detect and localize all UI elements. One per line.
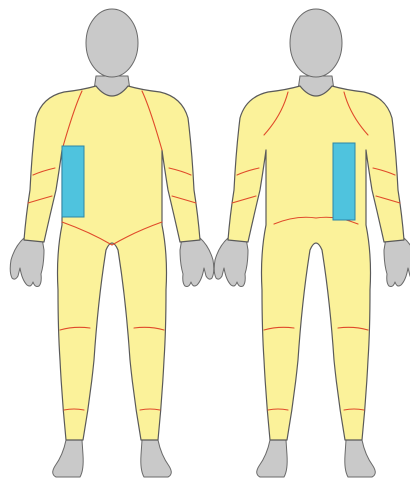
back-right-hand — [384, 238, 410, 287]
front-right-foot — [141, 440, 171, 477]
back-left-foot — [257, 440, 287, 477]
back-head — [290, 9, 342, 98]
front-suit — [24, 86, 200, 440]
back-left-hand — [214, 238, 248, 287]
front-view-figure — [10, 9, 214, 477]
front-head — [86, 9, 138, 98]
back-view-figure — [214, 9, 410, 477]
front-left-hand — [10, 238, 44, 287]
back-suit — [228, 86, 404, 440]
front-left-foot — [53, 440, 83, 477]
back-right-foot — [345, 440, 375, 477]
back-highlight-patch — [333, 143, 355, 220]
front-right-hand — [180, 238, 214, 287]
front-highlight-patch — [62, 146, 84, 217]
